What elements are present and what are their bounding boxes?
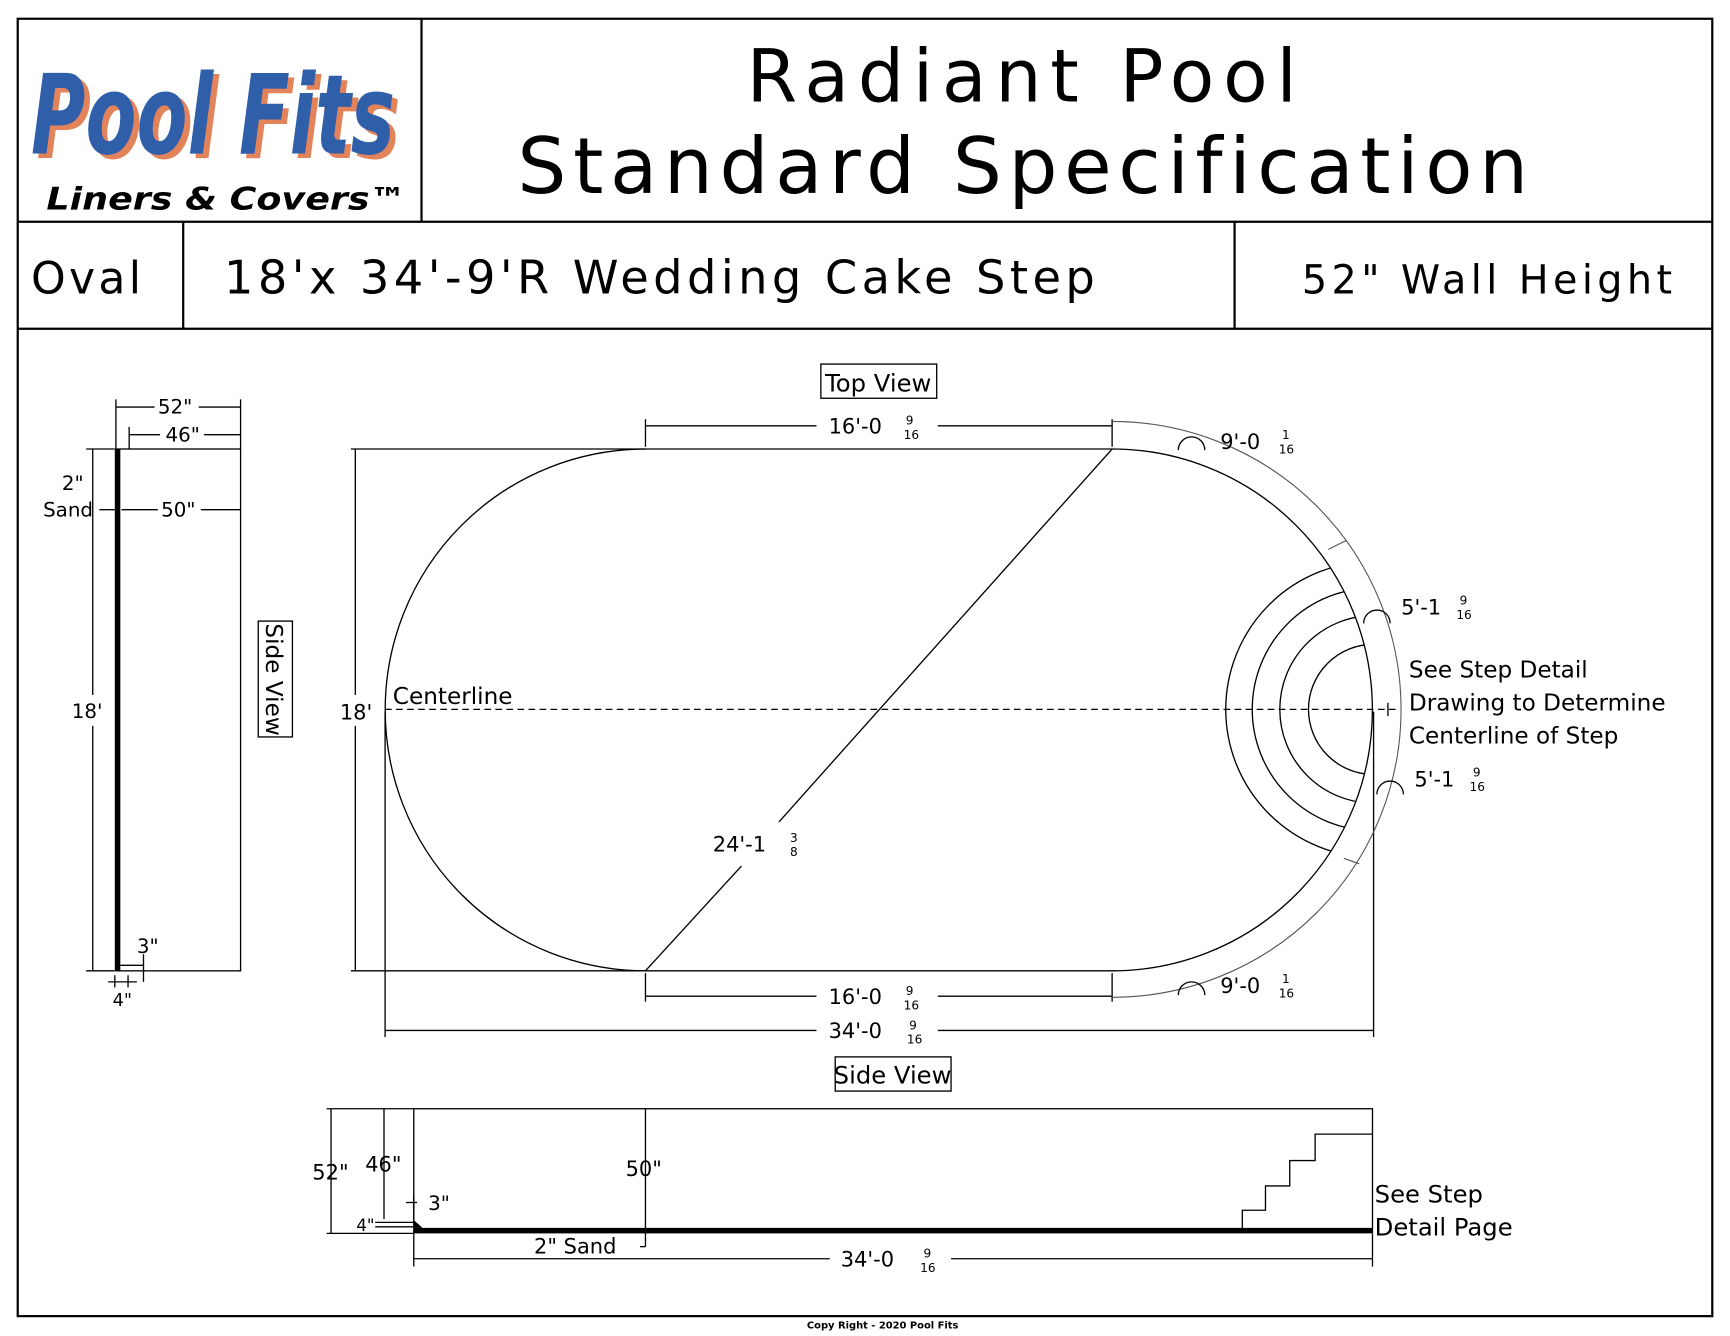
svg-text:9: 9	[1460, 594, 1468, 608]
svg-text:Sand: Sand	[43, 498, 93, 521]
svg-text:9: 9	[923, 1247, 931, 1261]
top-view: Top View Centerline 18' 24'-1 3 8	[340, 363, 1666, 1047]
top-view-label: Top View	[824, 369, 931, 398]
svg-text:16: 16	[904, 998, 919, 1012]
arc-bottom-dim: 9'-0	[1220, 974, 1260, 998]
svg-text:16: 16	[1279, 986, 1294, 1000]
end-side-view-label: Side View	[260, 623, 286, 735]
svg-text:8: 8	[790, 845, 798, 859]
svg-text:3": 3"	[428, 1192, 450, 1215]
step-note-line-2: Drawing to Determine	[1409, 690, 1666, 716]
overall-length-dim: 34'-0	[829, 1019, 882, 1043]
svg-text:2" Sand: 2" Sand	[534, 1234, 616, 1258]
size-label: 18'x 34'-9'R Wedding Cake Step	[224, 250, 1099, 304]
svg-text:50": 50"	[161, 498, 195, 521]
title-block	[16, 17, 1714, 1318]
svg-text:50": 50"	[626, 1157, 662, 1181]
svg-text:Detail Page: Detail Page	[1375, 1213, 1513, 1242]
svg-text:16: 16	[1279, 442, 1294, 456]
arc-top-dim: 9'-0	[1220, 430, 1260, 454]
svg-text:9: 9	[906, 984, 914, 998]
title-line-2: Standard Specification	[517, 122, 1534, 212]
svg-text:3: 3	[790, 831, 798, 845]
end-side-view: 52" 46" 2" Sand 50" 18' 3" 4" Side View	[43, 396, 294, 1011]
svg-text:9: 9	[909, 1018, 917, 1032]
svg-text:2": 2"	[62, 472, 84, 495]
svg-text:9: 9	[906, 414, 914, 428]
shape-label: Oval	[31, 253, 144, 304]
long-side-view-label: Side View	[834, 1060, 952, 1089]
title-line-1: Radiant Pool	[747, 34, 1306, 119]
diagonal-dim: 24'-1	[713, 833, 766, 857]
svg-text:1: 1	[1282, 972, 1290, 986]
svg-text:52": 52"	[158, 396, 192, 419]
svg-text:16: 16	[1456, 608, 1471, 622]
width-dim: 18'	[340, 700, 372, 724]
step-note-line-1: See Step Detail	[1409, 657, 1588, 683]
step-arc-bottom-dim: 5'-1	[1414, 768, 1454, 792]
step-note-line-3: Centerline of Step	[1409, 724, 1619, 750]
svg-text:16: 16	[920, 1261, 935, 1275]
svg-text:16: 16	[907, 1033, 922, 1047]
svg-text:16: 16	[904, 428, 919, 442]
svg-text:See Step: See Step	[1375, 1180, 1483, 1209]
logo-tagline: Liners & Covers™	[46, 182, 406, 218]
copyright: Copy Right - 2020 Pool Fits	[807, 1320, 959, 1331]
svg-text:4": 4"	[356, 1216, 374, 1235]
pool-fits-logo: Pool Fits Liners & Covers™	[31, 52, 406, 217]
top-straight-dim: 16'-0	[829, 415, 882, 439]
bottom-straight-dim: 16'-0	[829, 985, 882, 1009]
long-side-view: Side View 52" 46" 50" 3" 4" 2" Sand 34'-…	[312, 1056, 1513, 1275]
svg-text:52": 52"	[312, 1160, 348, 1184]
step-arc-top-dim: 5'-1	[1401, 595, 1441, 619]
logo-brand: Pool Fits	[31, 52, 395, 180]
svg-text:9: 9	[1473, 766, 1481, 780]
svg-text:16: 16	[1470, 780, 1485, 794]
svg-text:3": 3"	[137, 935, 159, 958]
svg-text:18': 18'	[72, 700, 103, 723]
svg-text:46": 46"	[365, 1153, 401, 1177]
wall-height-label: 52" Wall Height	[1302, 257, 1677, 303]
step-profile	[1241, 1133, 1373, 1233]
centerline-label: Centerline	[393, 684, 513, 710]
long-length-dim: 34'-0	[841, 1247, 894, 1271]
svg-text:1: 1	[1282, 428, 1290, 442]
svg-text:46": 46"	[166, 423, 200, 446]
svg-text:4": 4"	[113, 991, 132, 1011]
